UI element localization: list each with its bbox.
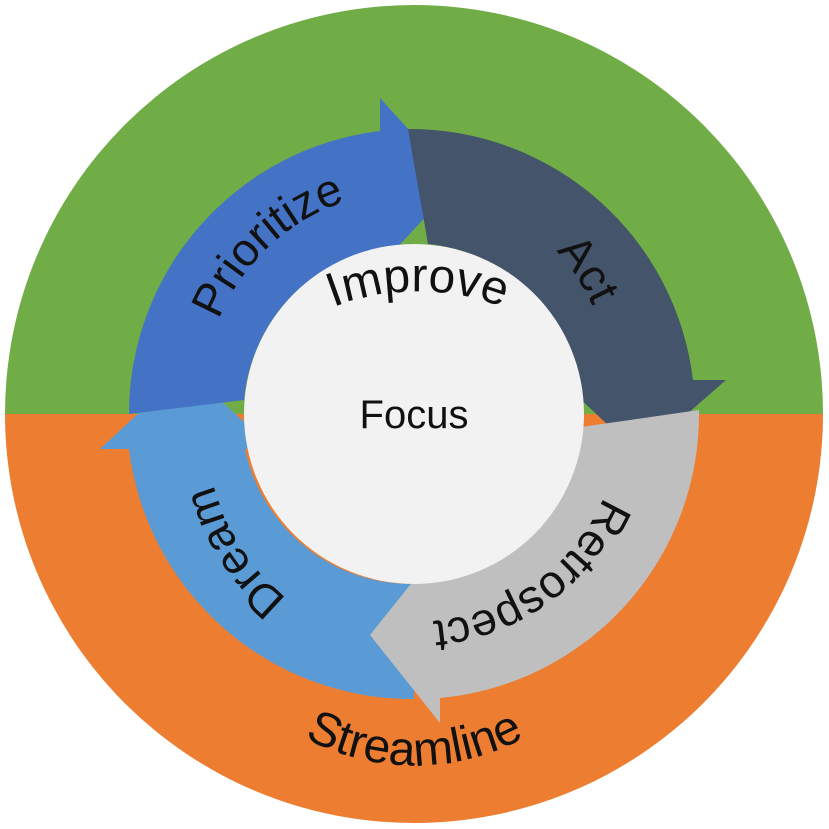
prioritize-arrow	[129, 98, 457, 414]
focus-center	[244, 244, 584, 584]
dream-arrow	[100, 369, 414, 700]
act-arrow	[408, 128, 726, 455]
focus-label: Focus	[360, 393, 469, 437]
retrospect-arrow	[370, 410, 700, 723]
